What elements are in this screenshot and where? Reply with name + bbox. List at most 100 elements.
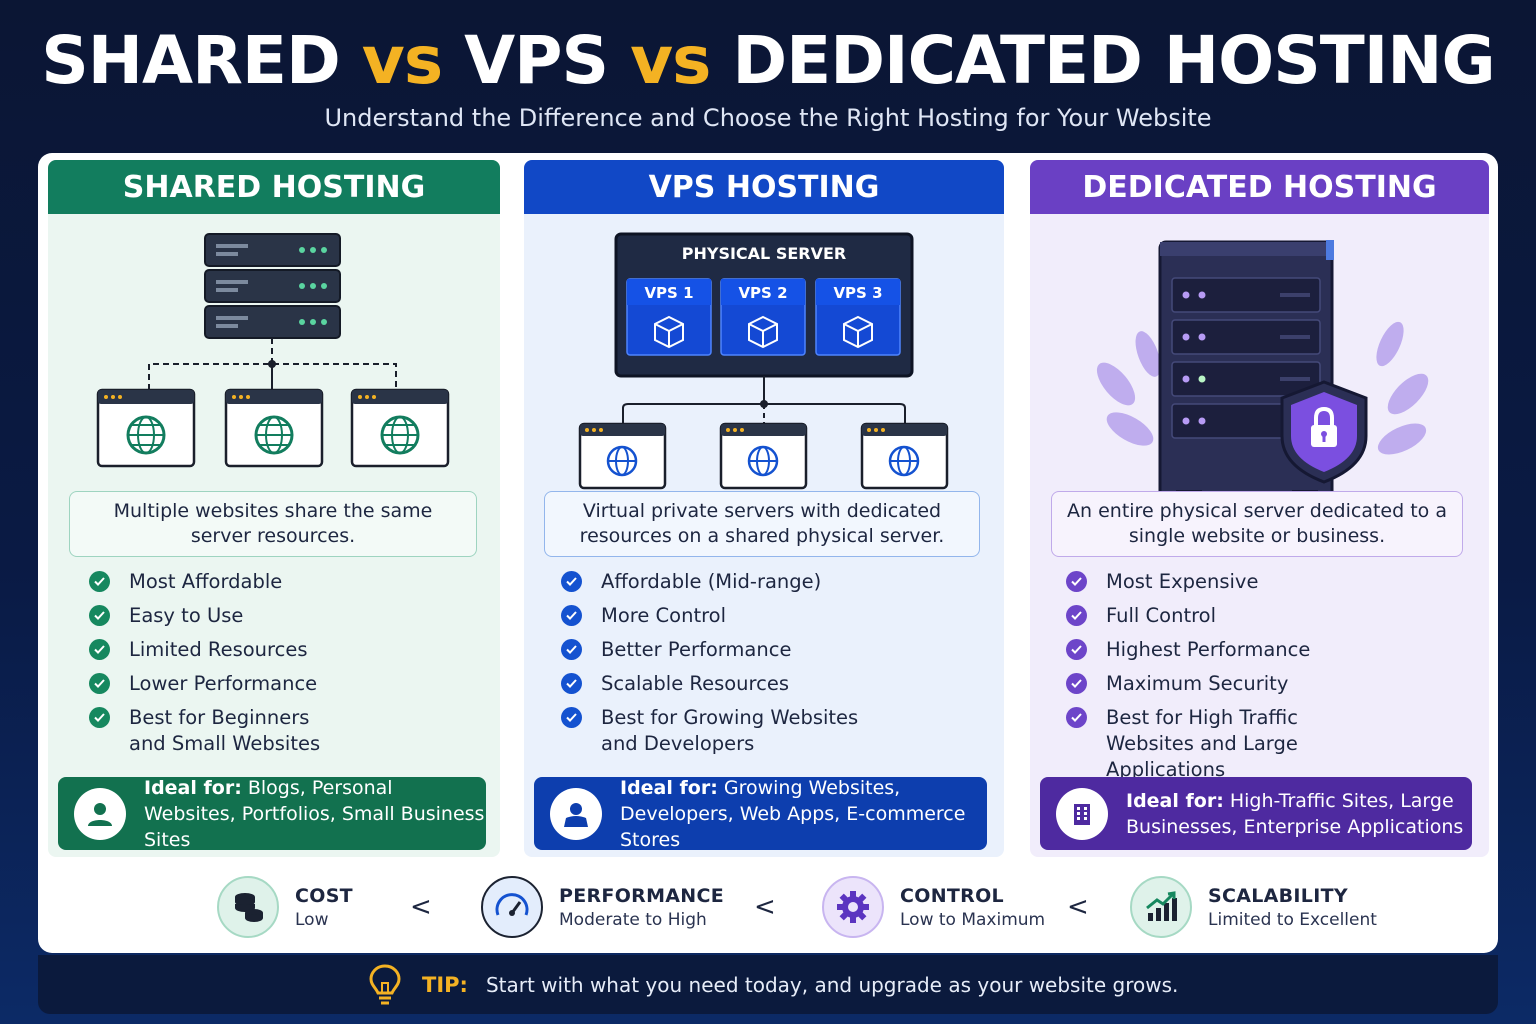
check-icon [561,639,582,660]
check-icon [1066,605,1087,626]
comparison-title: COST [295,884,353,907]
ideal-label: Ideal for: [620,776,718,799]
tip-label: TIP: [422,972,468,997]
check-icon [1066,571,1087,592]
comparison-value: Moderate to High [559,909,707,930]
svg-text:VPS 3: VPS 3 [833,284,882,302]
check-icon [89,571,110,592]
less-than-separator: < [754,892,776,922]
check-icon [561,673,582,694]
server-stack-icon [204,233,341,339]
title-vps: VPS [464,22,609,99]
comparison-value: Low to Maximum [900,909,1046,930]
lightbulb-icon [369,963,401,1004]
page-subtitle: Understand the Difference and Choose the… [324,104,1212,132]
list-item: Best for Growing Websites and Developers [561,705,861,757]
vps-description: Virtual private servers with dedicated r… [544,491,980,557]
check-icon [89,673,110,694]
leaf-decoration [1096,321,1429,455]
list-item: Best for High Traffic Websites and Large… [1066,705,1386,783]
user-icon [74,787,126,840]
svg-text:VPS 1: VPS 1 [644,284,693,302]
list-item: Full Control [1066,603,1406,629]
vps-box-1: VPS 1 [626,278,712,356]
check-icon [1066,639,1087,660]
website-window-icon [224,388,324,468]
check-icon [89,605,110,626]
speedometer-icon [481,876,543,938]
list-item: Highest Performance [1066,637,1406,663]
list-item: More Control [561,603,901,629]
title-vs-1: vs [361,22,443,99]
shared-server-illustration [96,233,450,468]
dedicated-description: An entire physical server dedicated to a… [1051,491,1463,557]
vps-server-illustration: PHYSICAL SERVER VPS 1 VPS 2 VPS 3 [578,232,949,490]
list-item: Maximum Security [1066,671,1406,697]
server-tower-icon [1158,240,1334,502]
check-icon [561,707,582,728]
enterprise-building-icon [1056,787,1108,840]
list-item: Scalable Resources [561,671,901,697]
less-than-separator: < [410,892,432,922]
list-item: Most Expensive [1066,569,1406,595]
dedicated-ideal-for: Ideal for: High-Traffic Sites, Large Bus… [1040,777,1472,850]
cube-icon [843,315,873,349]
check-icon [89,707,110,728]
vps-box-3: VPS 3 [815,278,901,356]
vps-ideal-for: Ideal for: Growing Websites, Developers,… [534,776,987,851]
physical-server-label: PHYSICAL SERVER [682,244,846,263]
developer-icon [550,787,602,840]
tip-text: Start with what you need today, and upgr… [485,972,1179,997]
growth-chart-icon [1130,876,1192,938]
list-item: Most Affordable [89,569,429,595]
comparison-title: CONTROL [900,884,1004,907]
tip-bar: TIP: Start with what you need today, and… [38,955,1498,1014]
vps-heading: VPS HOSTING [524,160,1004,214]
comparison-title: SCALABILITY [1208,884,1348,907]
list-item: Affordable (Mid-range) [561,569,901,595]
ideal-text: Blogs, Personal Websites, Portfolios, Sm… [144,776,485,851]
website-window-icon [860,422,949,490]
list-item: Lower Performance [89,671,429,697]
ideal-label: Ideal for: [144,776,242,799]
comparison-value: Low [295,909,329,930]
svg-text:VPS 2: VPS 2 [738,284,787,302]
shared-heading: SHARED HOSTING [48,160,500,214]
dedicated-hosting-column: DEDICATED HOSTING [1030,160,1489,857]
list-item: Best for Beginners and Small Websites [89,705,349,757]
coins-icon [217,876,279,938]
vps-hosting-column: VPS HOSTING PHYSICAL SERVER VPS 1 VPS 2 … [524,160,1004,857]
check-icon [1066,673,1087,694]
check-icon [1066,707,1087,728]
website-window-icon [350,388,450,468]
comparison-title: PERFORMANCE [559,884,725,907]
website-window-icon [96,388,196,468]
vps-feature-list: Affordable (Mid-range) More Control Bett… [561,569,901,765]
less-than-separator: < [1067,892,1089,922]
gear-icon [822,876,884,938]
vps-box-2: VPS 2 [720,278,806,356]
title-shared: SHARED [41,22,341,99]
website-window-icon [719,422,808,490]
cube-icon [654,315,684,349]
ideal-label: Ideal for: [1126,789,1224,812]
check-icon [561,571,582,592]
shared-hosting-column: SHARED HOSTING [48,160,500,857]
dedicated-heading: DEDICATED HOSTING [1030,160,1489,214]
list-item: Easy to Use [89,603,429,629]
check-icon [561,605,582,626]
page-title: SHARED vs VPS vs DEDICATED HOSTING [0,22,1536,99]
shared-description: Multiple websites share the same server … [69,491,477,557]
security-shield-icon [1280,380,1368,484]
cube-icon [748,315,778,349]
ideal-text: Growing Websites, Developers, Web Apps, … [620,776,966,851]
website-window-icon [578,422,667,490]
shared-feature-list: Most Affordable Easy to Use Limited Reso… [89,569,429,765]
check-icon [89,639,110,660]
shared-ideal-for: Ideal for: Blogs, Personal Websites, Por… [58,776,486,851]
title-vs-2: vs [630,22,711,99]
